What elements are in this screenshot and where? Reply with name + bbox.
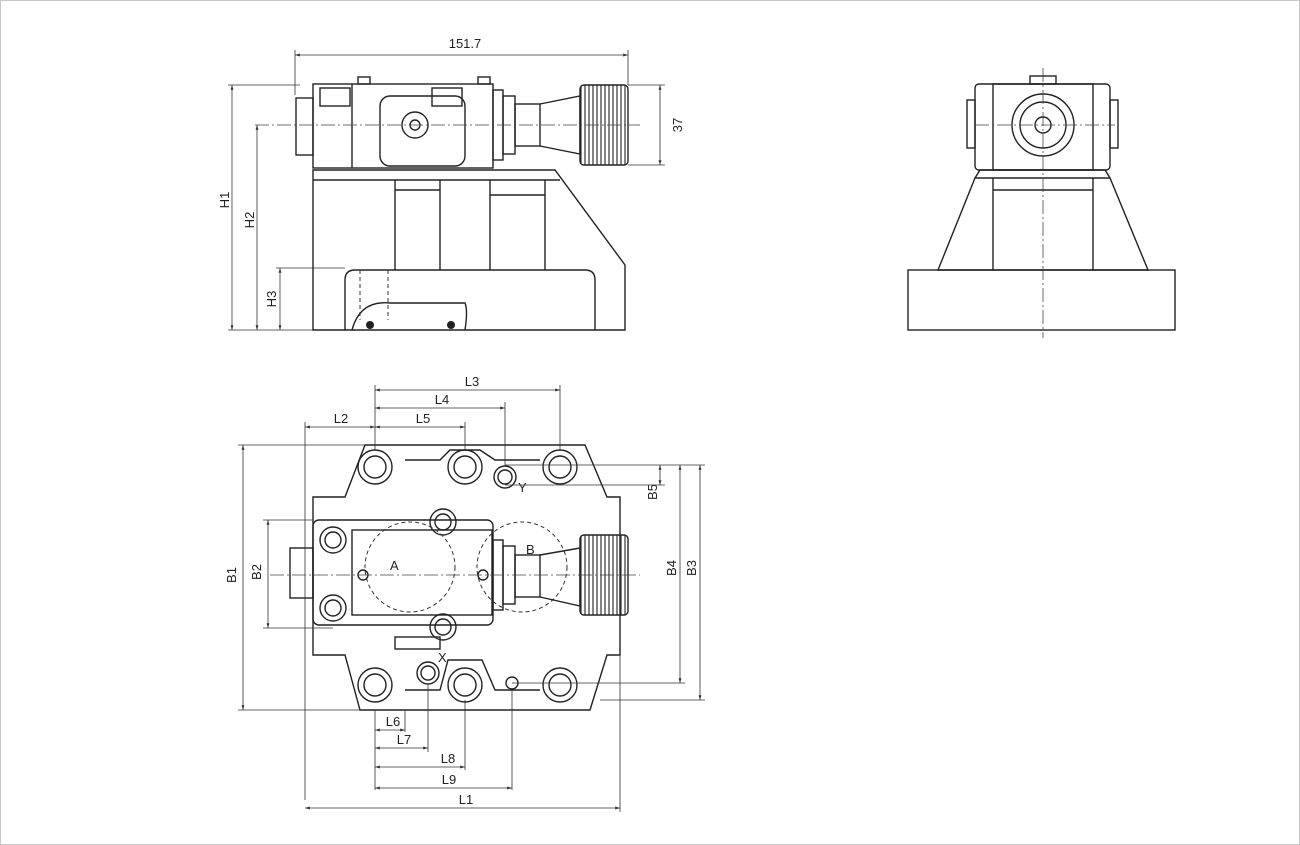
bottom-view: A B Y X L3 L4 L2 L5 L6 L7 L8 L9 L1 B1 B2…	[224, 374, 705, 812]
dim-l7: L7	[397, 732, 411, 747]
port-b-label: B	[526, 542, 535, 557]
mounting-bolts	[357, 449, 578, 703]
dim-l2: L2	[334, 411, 348, 426]
dim-b1: B1	[224, 567, 239, 583]
dim-h2: H2	[242, 212, 257, 229]
dim-l5: L5	[416, 411, 430, 426]
dim-l6: L6	[386, 714, 400, 729]
front-view: 151.7 H1 H2 H3 37	[217, 36, 685, 331]
dim-l8: L8	[441, 751, 455, 766]
dim-b2: B2	[249, 564, 264, 580]
dim-overall-length: 151.7	[449, 36, 482, 51]
dim-h1: H1	[217, 192, 232, 209]
side-view	[907, 68, 1176, 338]
dim-l9: L9	[442, 772, 456, 787]
dim-b5: B5	[645, 484, 660, 500]
dim-knob-height: 37	[670, 118, 685, 132]
dim-h3: H3	[264, 291, 279, 308]
dim-l1: L1	[459, 792, 473, 807]
dim-b3: B3	[684, 560, 699, 576]
port-a-label: A	[390, 558, 399, 573]
dim-b4: B4	[664, 560, 679, 576]
dim-l4: L4	[435, 392, 449, 407]
dim-l3: L3	[465, 374, 479, 389]
port-y-label: Y	[518, 480, 527, 495]
port-x-label: X	[438, 650, 447, 665]
